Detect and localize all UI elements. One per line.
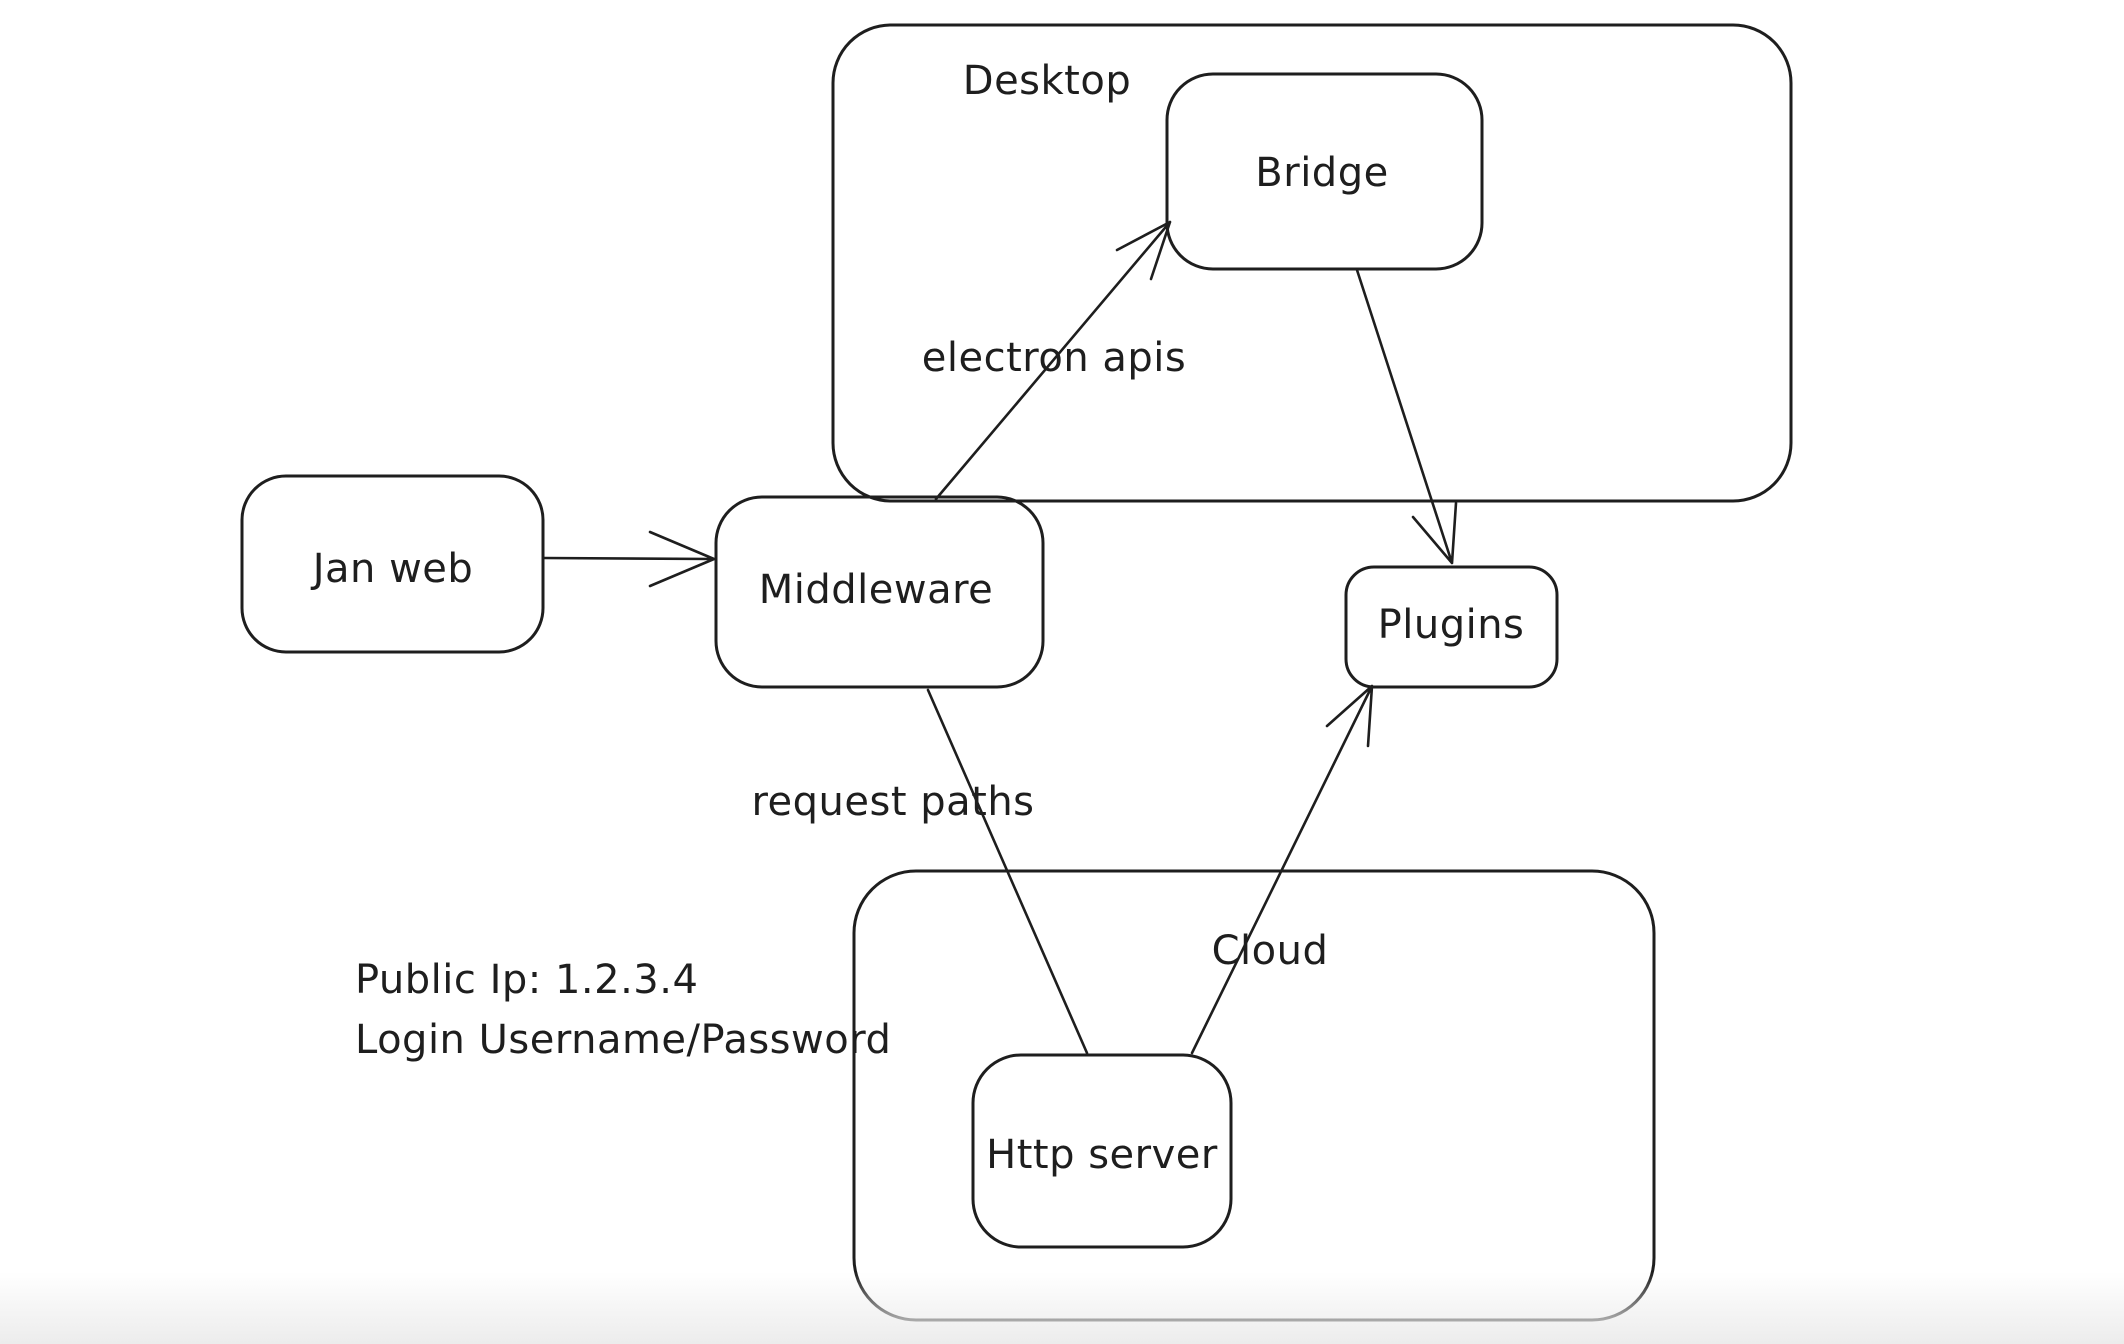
public-ip-note[interactable]: Public Ip: 1.2.3.4: [355, 957, 699, 1003]
jan-web-node[interactable]: [240, 474, 545, 654]
arrow-janweb-middleware[interactable]: [542, 530, 716, 588]
middleware-node[interactable]: [714, 495, 1045, 689]
http-server-node[interactable]: [971, 1053, 1233, 1249]
arrow-middleware-bridge[interactable]: [934, 220, 1172, 501]
line-middleware-httpserver[interactable]: [926, 688, 1089, 1055]
electron-apis-label[interactable]: electron apis: [921, 335, 1187, 381]
arrow-httpserver-plugins[interactable]: [1190, 684, 1374, 1055]
desktop-container[interactable]: [831, 23, 1793, 503]
login-note[interactable]: Login Username/Password: [355, 1017, 892, 1063]
plugins-node[interactable]: [1344, 565, 1559, 689]
request-paths-label[interactable]: request paths: [751, 779, 1035, 825]
http-server-label[interactable]: Http server: [986, 1132, 1218, 1178]
bridge-node[interactable]: [1165, 72, 1484, 271]
cloud-label[interactable]: Cloud: [1211, 928, 1329, 974]
jan-web-label[interactable]: Jan web: [312, 546, 474, 592]
middleware-label[interactable]: Middleware: [758, 567, 994, 613]
bridge-label[interactable]: Bridge: [1255, 150, 1389, 196]
arrow-bridge-plugins[interactable]: [1355, 268, 1458, 565]
desktop-label[interactable]: Desktop: [962, 58, 1132, 104]
plugins-label[interactable]: Plugins: [1377, 602, 1525, 648]
